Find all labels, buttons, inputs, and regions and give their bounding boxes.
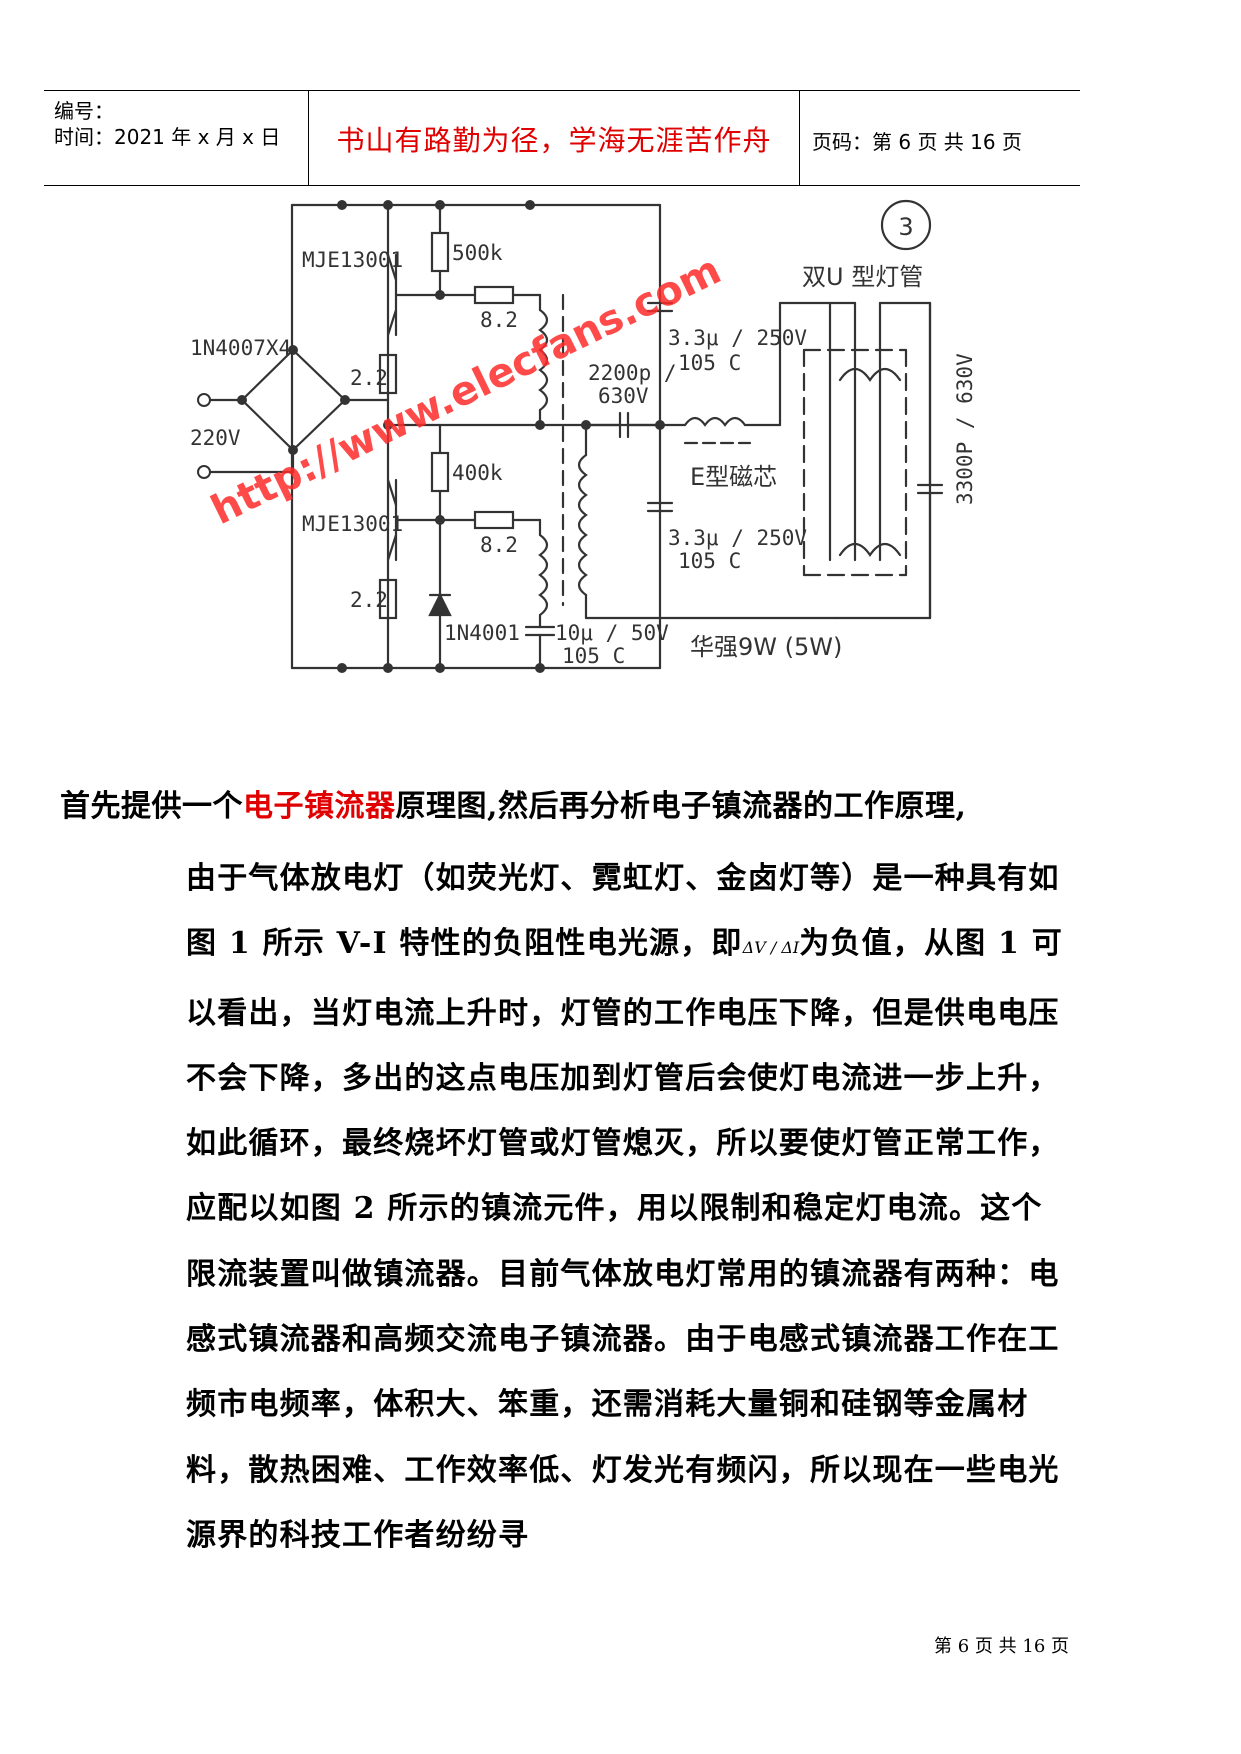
watermark-url: http://www.elecfans.com xyxy=(204,247,728,534)
document-number-label: 编号： xyxy=(54,99,114,123)
label-resistor-2-2-upper: 2.2 xyxy=(350,366,388,390)
label-resistor-8-2-lower: 8.2 xyxy=(480,533,518,557)
header-left-cell: 编号： 时间：2021 年 x 月 x 日 xyxy=(44,91,308,185)
lead-text-pre: 首先提供一个 xyxy=(60,789,243,824)
label-cap-lower-temp: 105 C xyxy=(678,549,741,573)
lead-link-electronic-ballast[interactable]: 电子镇流器 xyxy=(243,789,396,824)
footer-page-number: 第 6 页 共 16 页 xyxy=(934,1636,1069,1657)
label-cap-3300p: 3300P / 630V xyxy=(953,353,977,505)
lead-sentence: 首先提供一个电子镇流器原理图,然后再分析电子镇流器的工作原理, xyxy=(60,784,1190,830)
document-time-label: 时间：2021 年 x 月 x 日 xyxy=(54,125,281,149)
label-cap-upper-temp: 105 C xyxy=(678,351,741,375)
label-resistor-8-2-upper: 8.2 xyxy=(480,308,518,332)
header-page-label: 页码：第 6 页 共 16 页 xyxy=(812,130,1022,154)
para-text-a: 由于气体放电灯（如荧光灯、霓虹灯、金卤灯等）是一种具有如图 1 所示 V-I 特… xyxy=(186,861,1060,962)
label-e-core: E型磁芯 xyxy=(690,463,777,491)
header-right-cell: 页码：第 6 页 共 16 页 xyxy=(800,91,1080,185)
label-resistor-500k: 500k xyxy=(452,241,503,265)
label-cap-630v: 630V xyxy=(598,384,649,408)
lead-text-post: 原理图,然后再分析电子镇流器的工作原理, xyxy=(395,789,967,824)
label-cap-upper-value: 3.3μ / 250V xyxy=(668,326,807,350)
header-motto: 书山有路勤为径，学海无涯苦作舟 xyxy=(336,124,772,157)
header-table: 编号： 时间：2021 年 x 月 x 日 书山有路勤为径，学海无涯苦作舟 页码… xyxy=(44,90,1080,186)
label-resistor-400k: 400k xyxy=(452,461,503,485)
label-lamp: 双U 型灯管 xyxy=(802,263,923,291)
circuit-diagram: 3 MJE13001 500k 8.2 1N4007X4 2.2 220V 3.… xyxy=(190,195,1110,765)
figure-number: 3 xyxy=(898,213,913,241)
label-cap-10u: 10μ / 50V xyxy=(555,621,669,645)
label-model: 华强9W (5W) xyxy=(690,633,842,661)
label-cap-10u-temp: 105 C xyxy=(562,644,625,668)
para-formula: ΔV / ΔI xyxy=(742,938,800,958)
label-bridge: 1N4007X4 xyxy=(190,336,291,360)
header-center-cell: 书山有路勤为径，学海无涯苦作舟 xyxy=(308,91,800,185)
label-diode-1n4001: 1N4001 xyxy=(444,621,520,645)
label-transistor-upper: MJE13001 xyxy=(302,248,403,272)
label-resistor-2-2-lower: 2.2 xyxy=(350,588,388,612)
label-transistor-lower: MJE13001 xyxy=(302,512,403,536)
para-text-b: 为负值，从图 1 可以看出，当灯电流上升时，灯管的工作电压下降，但是供电电压不会… xyxy=(186,926,1063,1553)
label-input-voltage: 220V xyxy=(190,426,241,450)
label-cap-2200p: 2200p / xyxy=(588,361,677,385)
body-paragraph: 由于气体放电灯（如荧光灯、霓虹灯、金卤灯等）是一种具有如图 1 所示 V-I 特… xyxy=(186,846,1066,1568)
label-cap-lower-value: 3.3μ / 250V xyxy=(668,526,807,550)
